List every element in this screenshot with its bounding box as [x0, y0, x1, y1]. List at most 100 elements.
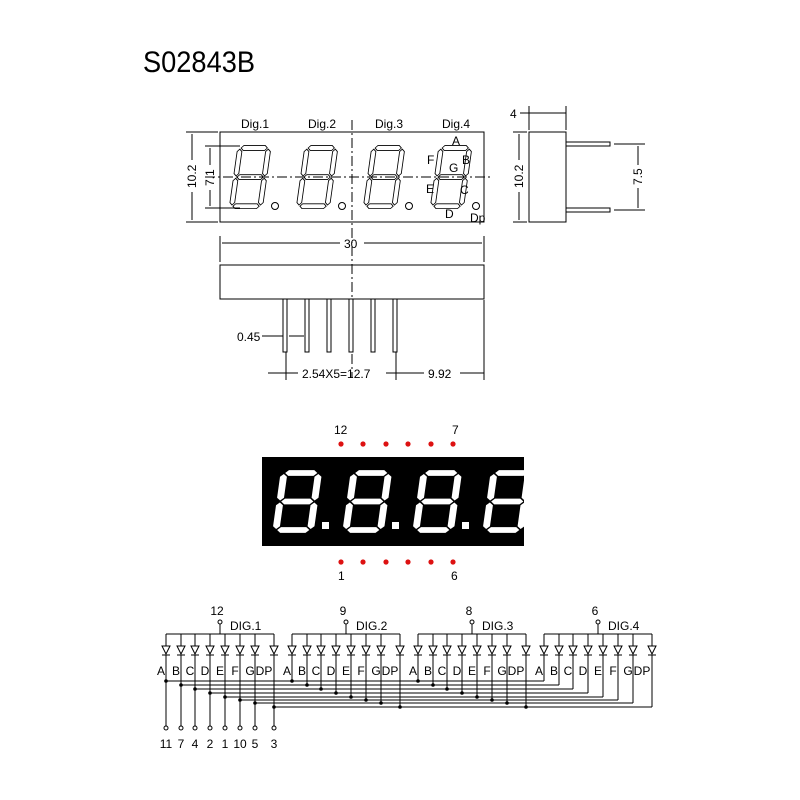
diode-icon — [647, 645, 657, 656]
segment-pin-number: 2 — [207, 737, 214, 751]
segment-label-dp: DP — [508, 664, 525, 678]
digit-label-4: Dig.4 — [442, 117, 470, 131]
segment-label-a: A — [157, 664, 165, 678]
common-pin-terminal — [343, 619, 349, 625]
segment-d — [366, 203, 394, 210]
display-pin-dots — [338, 441, 456, 565]
segment-c — [391, 177, 401, 206]
segment-f — [277, 473, 287, 501]
common-pin-number: 8 — [466, 604, 473, 618]
dim-pin-spacing-label: 7.5 — [631, 168, 645, 185]
diode-icon — [628, 645, 638, 656]
diode-icon — [250, 645, 260, 656]
diode-icon — [568, 645, 578, 656]
seven-segment-digit — [483, 470, 532, 533]
segment-label-d: D — [327, 664, 336, 678]
segment-label-g: G — [245, 664, 254, 678]
diode-icon — [554, 645, 564, 656]
bottom-pin-dot — [428, 559, 434, 565]
front-view: 30 0.45 2.54X5=12.7 9.92 — [219, 236, 485, 381]
segment-b — [329, 148, 338, 177]
segment-d — [277, 527, 310, 533]
segment-f — [300, 148, 310, 177]
segment-label-d: D — [201, 664, 210, 678]
front-pin-5 — [370, 298, 376, 353]
segment-pin-number: 1 — [222, 737, 229, 751]
segment-e — [343, 502, 353, 530]
decimal-point-3 — [405, 202, 413, 210]
common-pin-number: 12 — [210, 604, 224, 618]
segment-label-d: D — [445, 207, 454, 221]
bottom-pin-dot — [383, 559, 389, 565]
segment-g — [491, 498, 524, 505]
segment-label-dp: DP — [382, 664, 399, 678]
top-view: Dig.1 Dig.2 Dig.3 Dig.4 A B C D E F G Dp… — [185, 117, 492, 378]
front-pin-2 — [304, 298, 310, 353]
diode-icon — [376, 645, 386, 656]
front-pins — [282, 298, 398, 353]
segment-c — [517, 502, 528, 530]
segment-pin-number: 3 — [271, 737, 278, 751]
diode-icon — [302, 645, 312, 656]
digit-label: DIG.1 — [230, 619, 262, 633]
diode-icon — [442, 645, 452, 656]
top-pin-dot — [338, 441, 344, 447]
diode-icon — [190, 645, 200, 656]
segment-c — [447, 502, 458, 530]
diode-icon — [413, 645, 423, 656]
common-pin-number: 9 — [340, 604, 347, 618]
segment-g — [281, 498, 314, 505]
segment-label-e: E — [594, 664, 602, 678]
pin-label-12: 12 — [334, 423, 348, 437]
segment-label-b: B — [172, 664, 180, 678]
diode-icon — [598, 645, 608, 656]
segment-label-c: C — [438, 664, 447, 678]
segment-pin-number: 7 — [178, 737, 185, 751]
segment-label-g: G — [371, 664, 380, 678]
segment-b — [463, 148, 472, 177]
segment-label-b: B — [550, 664, 558, 678]
display-decimal-point-1 — [322, 522, 329, 529]
bottom-pin-dot — [360, 559, 366, 565]
segment-label-dp: Dp — [470, 211, 486, 225]
segment-pin-number: 4 — [192, 737, 199, 751]
diode-icon — [235, 645, 245, 656]
dim-digit-height-label: 7.1 — [203, 169, 217, 186]
diode-icon — [176, 645, 186, 656]
diode-icon — [331, 645, 341, 656]
segment-pin-number: 5 — [252, 737, 259, 751]
digit-label-3: Dig.3 — [375, 117, 403, 131]
diode-icon — [428, 645, 438, 656]
front-pin-1 — [282, 298, 288, 353]
segment-pin-terminal — [222, 725, 228, 731]
diode-icon — [395, 645, 405, 656]
dim-height-label: 10.2 — [185, 164, 199, 188]
segment-a — [425, 470, 458, 476]
diode-icon — [583, 645, 593, 656]
dim-pitch-label: 2.54X5=12.7 — [302, 367, 371, 381]
diode-icon — [361, 645, 371, 656]
dim-depth-label: 4 — [510, 107, 517, 121]
segment-label-f: F — [427, 153, 434, 167]
segment-c — [324, 177, 334, 206]
segment-label-b: B — [424, 664, 432, 678]
digit-label: DIG.2 — [356, 619, 388, 633]
side-dim-height-label: 10.2 — [512, 164, 526, 188]
segment-label-dp: DP — [256, 664, 273, 678]
segment-f — [417, 473, 427, 501]
side-pin-bottom — [565, 207, 611, 213]
segment-e — [363, 177, 373, 206]
dim-pin-width-label: 0.45 — [237, 330, 261, 344]
side-view: 4 10.2 7.5 — [510, 106, 645, 223]
segment-g — [351, 498, 384, 505]
segment-pin-terminal — [237, 725, 243, 731]
segment-g — [421, 498, 454, 505]
common-pin-terminal — [217, 619, 223, 625]
segment-label-f: F — [231, 664, 238, 678]
diode-icon — [316, 645, 326, 656]
segment-e — [229, 177, 239, 206]
segment-e — [413, 502, 423, 530]
segment-label-a: A — [409, 664, 417, 678]
segment-label-e: E — [342, 664, 350, 678]
segment-c — [257, 177, 267, 206]
